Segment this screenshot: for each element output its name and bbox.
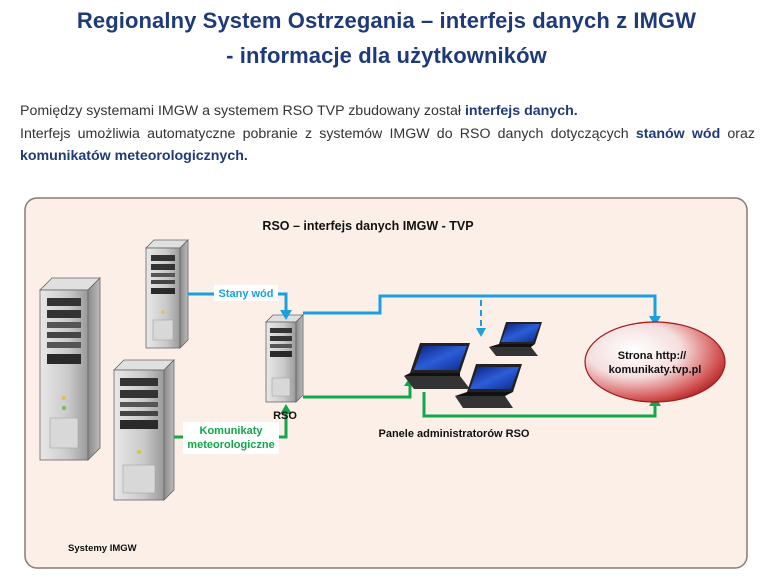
tvp-website-ellipse <box>584 321 726 403</box>
intro-paragraph-1: Pomiędzy systemami IMGW a systemem RSO T… <box>20 100 755 122</box>
intro-p2-text1: Interfejs umożliwia automatyczne pobrani… <box>20 126 636 142</box>
intro-p2-bold2: komunikatów meteorologicznych. <box>20 148 248 164</box>
strona-label-line1: Strona http:// <box>618 350 686 362</box>
stany-label-bg <box>214 285 278 301</box>
page-title-line1: Regionalny System Ostrzegania – interfej… <box>76 8 697 33</box>
imgw-server-top <box>145 239 189 349</box>
intro-p1-bold: interfejs danych. <box>464 103 578 119</box>
imgw-server-bottom <box>113 359 175 501</box>
laptop-icon-bottom <box>455 364 522 408</box>
rso-server <box>265 314 304 403</box>
systemy-imgw-label: Systemy IMGW <box>68 543 137 554</box>
komunikaty-label-line1: Komunikaty <box>200 425 264 437</box>
laptop-icon-top <box>489 322 542 356</box>
rso-label: RSO <box>273 410 297 422</box>
diagram-title: RSO – interfejs danych IMGW - TVP <box>262 219 473 233</box>
imgw-server-large <box>39 277 101 461</box>
strona-label-line2: komunikaty.tvp.pl <box>609 364 702 376</box>
intro-p2-text2: oraz <box>720 126 756 142</box>
intro-paragraph-2: Interfejs umożliwia automatyczne pobrani… <box>20 123 755 167</box>
panele-label: Panele administratorów RSO <box>379 428 530 440</box>
komunikaty-label-bg <box>183 422 279 454</box>
diagram-panel <box>24 197 748 569</box>
page-title-line2: - informacje dla użytkowników <box>226 43 547 68</box>
intro-p1-text: Pomiędzy systemami IMGW a systemem RSO T… <box>20 103 465 119</box>
intro-p2-bold1: stanów wód <box>635 126 721 142</box>
stany-wod-label: Stany wód <box>218 288 273 300</box>
laptop-icon-main <box>404 343 470 389</box>
komunikaty-label-line2: meteorologiczne <box>187 439 274 451</box>
